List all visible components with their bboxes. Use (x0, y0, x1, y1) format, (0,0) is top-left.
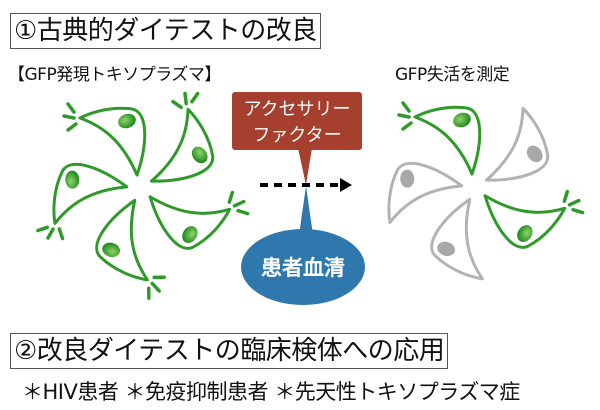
flagella-tick (57, 227, 65, 241)
left-label: 【GFP発現トキソプラズマ】 (8, 65, 221, 85)
serum-text: 患者血清 (261, 256, 345, 280)
inactivated-parasite (387, 161, 464, 224)
gfp-parasite (149, 91, 215, 183)
gfp-parasite (483, 189, 585, 249)
accessory-factor-callout: アクセサリー ファクター (232, 92, 362, 185)
section2-title: ②改良ダイテストの臨床検体への応用 (10, 333, 449, 369)
flagella-tick (571, 207, 585, 215)
nucleus (65, 170, 80, 189)
flagella-tick (401, 121, 413, 131)
flagella-tick (236, 208, 250, 216)
flagella-tick (567, 198, 581, 207)
flagella-tick (36, 225, 50, 233)
flagella-tick (190, 91, 200, 104)
inactivated-parasite (484, 106, 550, 182)
flagella-tick (62, 114, 76, 120)
nucleus (453, 112, 471, 128)
nucleus (437, 241, 455, 257)
nucleus (526, 145, 543, 163)
dashed-arrow (260, 178, 352, 192)
gfp-toxoplasma-cluster (36, 91, 250, 301)
flagella-tick (150, 281, 161, 293)
right-label: GFP失活を測定 (395, 65, 510, 85)
gfp-parasite (95, 198, 166, 301)
applications-list: ＊HIV患者 ＊免疫抑制患者 ＊先天性トキソプラズマ症 (22, 380, 520, 404)
flagella-tick (146, 286, 151, 301)
flagella-tick (397, 113, 411, 119)
flagella-tick (66, 102, 76, 114)
accessory-line1: アクセサリー (243, 99, 350, 120)
nucleus (182, 226, 198, 243)
flagella-tick (152, 275, 166, 280)
flagella-tick (66, 122, 78, 132)
arrow-head-icon (340, 178, 352, 192)
patient-serum-callout: 患者血清 (241, 186, 365, 305)
flagella-tick (562, 189, 570, 203)
section1-title: ①古典的ダイテストの改良 (10, 13, 321, 49)
gfp-parasite (148, 190, 250, 250)
nucleus (102, 242, 120, 258)
nucleus (400, 169, 415, 188)
nucleus (191, 146, 208, 164)
accessory-line2: ファクター (252, 125, 341, 146)
flagella-tick (401, 101, 411, 113)
flagella-tick (227, 190, 235, 204)
inactivated-toxoplasma-cluster (387, 101, 585, 281)
flagella-tick (183, 91, 188, 106)
nucleus (118, 113, 136, 129)
flagella-tick (232, 199, 246, 208)
flagella-tick (46, 227, 55, 240)
flagella-tick (171, 99, 183, 110)
gfp-parasite (62, 102, 147, 177)
inactivated-parasite (430, 197, 484, 281)
nucleus (517, 225, 533, 242)
gfp-parasite (36, 162, 129, 241)
gfp-parasite (397, 101, 482, 176)
